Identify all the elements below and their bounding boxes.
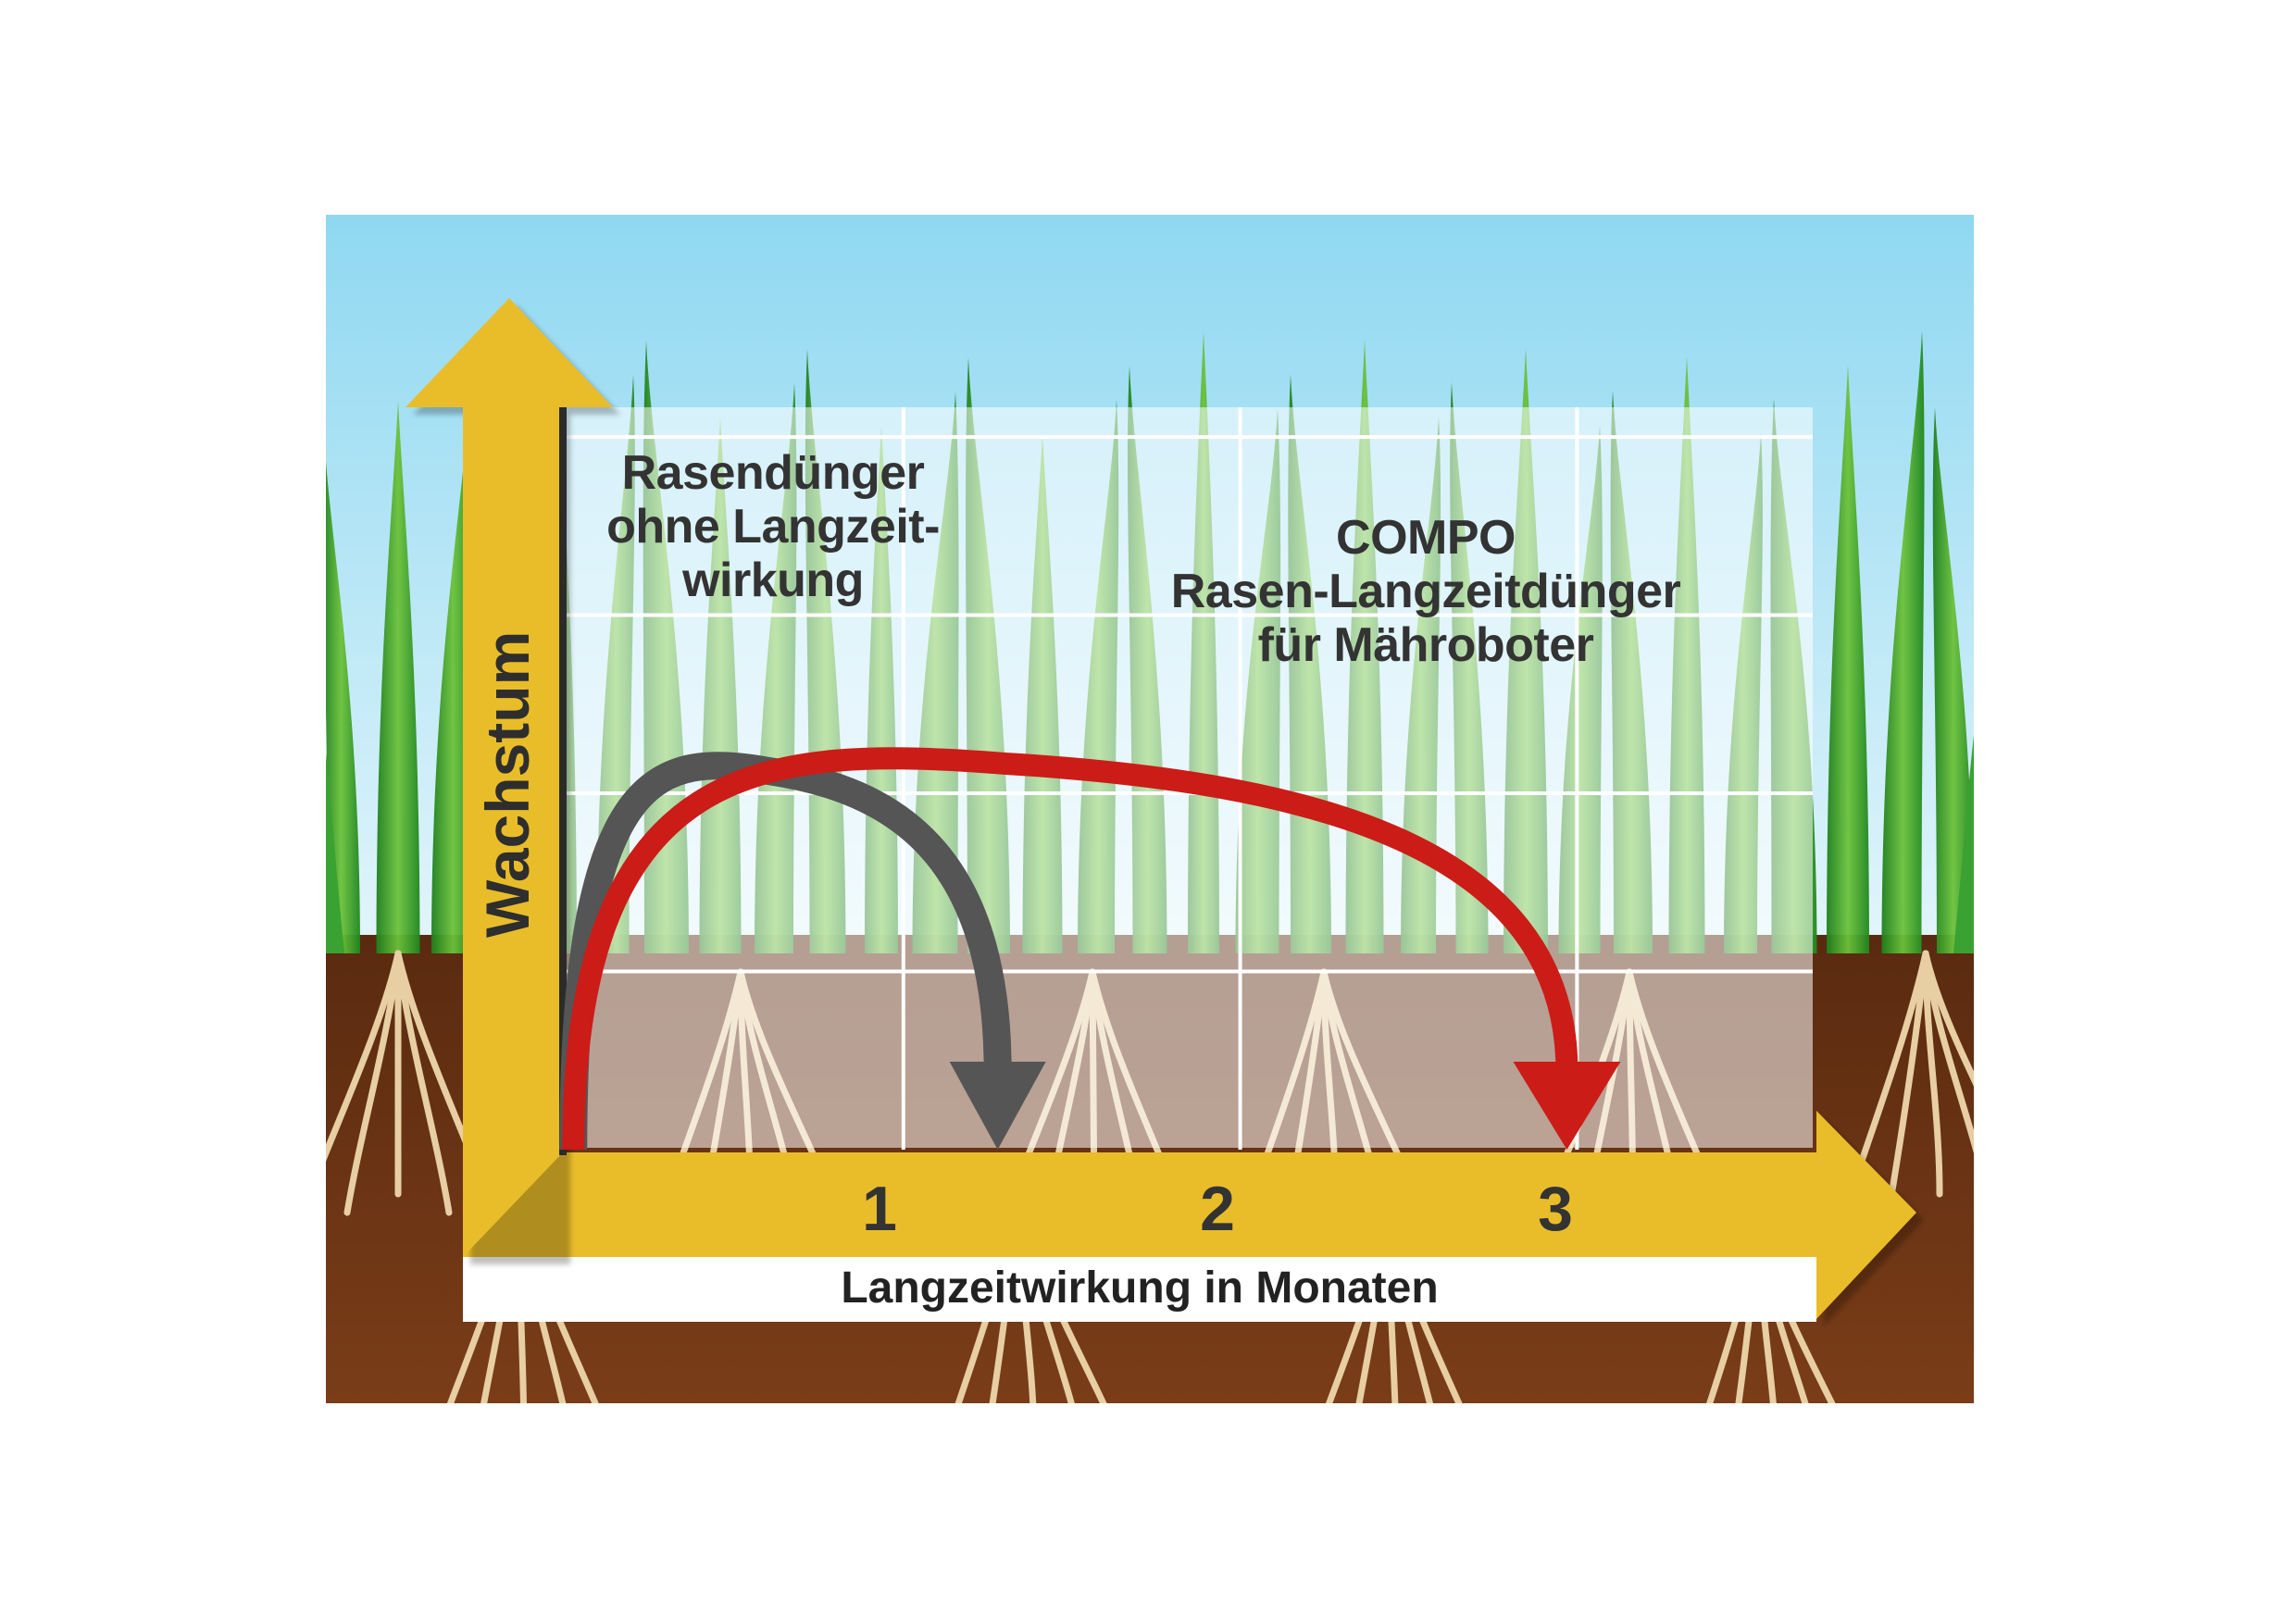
series-arrowhead bbox=[949, 1062, 1046, 1150]
series-label-line: ohne Langzeit- bbox=[606, 500, 940, 554]
series-layer bbox=[559, 747, 1621, 1151]
root bbox=[1922, 950, 1974, 1154]
y-axis-inner-edge bbox=[559, 407, 567, 1155]
root bbox=[1885, 950, 1929, 1216]
root bbox=[326, 950, 402, 1162]
x-tick-label-3: 3 bbox=[1538, 1174, 1573, 1244]
series-label-line: COMPO bbox=[1336, 511, 1516, 565]
series-label-conventional: Rasendünger ohne Langzeit- wirkung bbox=[593, 446, 954, 608]
grass-leaf bbox=[326, 863, 344, 953]
x-axis-label: Langzeitwirkung in Monaten bbox=[841, 1263, 1439, 1313]
x-tick-label-1: 1 bbox=[862, 1174, 897, 1244]
grass-blade bbox=[1827, 365, 1869, 953]
grass-blade bbox=[376, 401, 420, 953]
root bbox=[343, 950, 402, 1216]
series-label-line: wirkung bbox=[682, 554, 864, 608]
series-arrowhead bbox=[1513, 1062, 1621, 1150]
x-axis-label-bar bbox=[463, 1257, 1816, 1322]
series-label-line: Rasen-Langzeitdünger bbox=[1170, 565, 1681, 619]
root bbox=[1922, 950, 1943, 1198]
x-tick-label-2: 2 bbox=[1200, 1174, 1235, 1244]
grass-blade bbox=[1881, 330, 1925, 953]
y-axis-label: Wachstum bbox=[473, 630, 542, 938]
grass-blade bbox=[326, 461, 360, 953]
grass-leaf bbox=[326, 877, 344, 953]
grass-blade bbox=[1932, 407, 1974, 953]
grass-leaf bbox=[1953, 857, 1974, 953]
root bbox=[394, 950, 453, 1216]
series-label-compo: COMPO Rasen-Langzeitdünger für Mährobote… bbox=[1167, 511, 1685, 673]
series-label-line: Rasendünger bbox=[621, 446, 925, 500]
root bbox=[1922, 950, 1974, 1087]
series-curve bbox=[562, 747, 1578, 1151]
series-label-line: für Mähroboter bbox=[1257, 618, 1594, 673]
x-axis-arrow bbox=[463, 1111, 1916, 1319]
grass-leaf bbox=[1953, 874, 1974, 953]
